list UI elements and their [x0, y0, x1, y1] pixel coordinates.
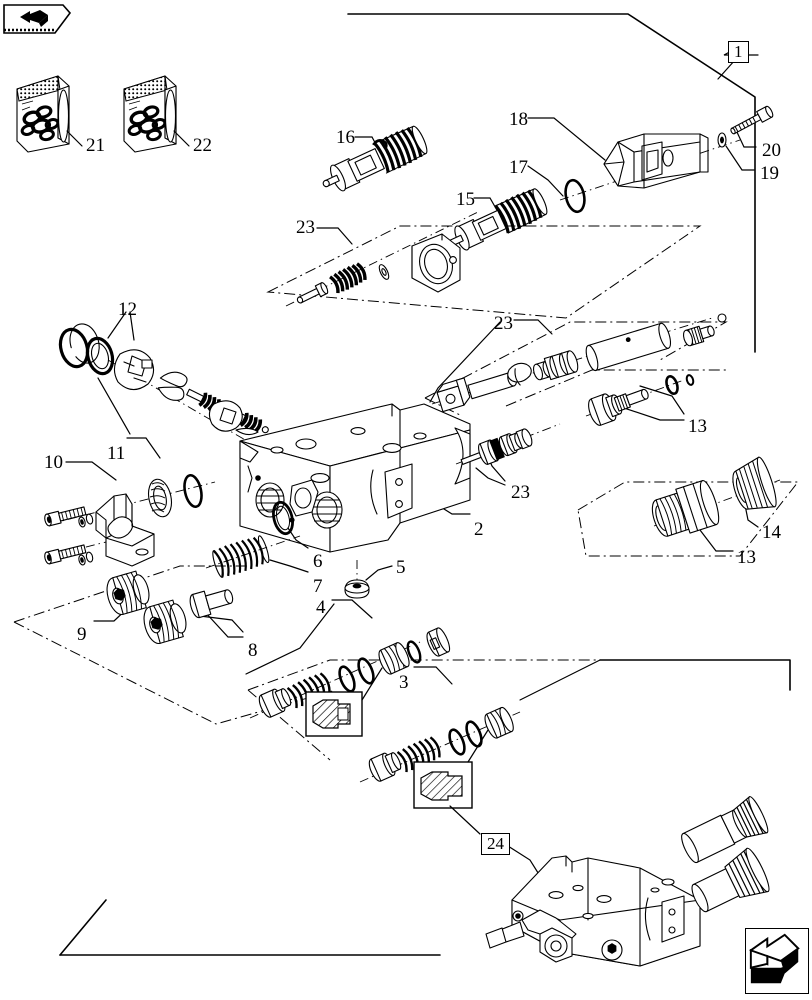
part-2-valve-body [239, 403, 471, 553]
part-23-check-valve-a [285, 211, 479, 307]
part-11-detent-assembly [97, 349, 269, 459]
group-frame-1 [347, 13, 759, 353]
leader-22 [173, 130, 190, 147]
part-19-washer [717, 132, 755, 171]
part-6-backup-ring [272, 500, 309, 549]
callout-18-lever-housing: 18 [509, 109, 528, 130]
part-23-check-valve-c [455, 423, 561, 486]
section-inset-4 [305, 691, 363, 737]
part-18-lever-housing [527, 117, 741, 201]
callout-3-relief-valve-lower: 3 [399, 672, 409, 693]
part-7-spring [205, 535, 309, 578]
callout-15-spool-kit-right: 15 [456, 189, 475, 210]
callout-4-relief-valve-upper: 4 [316, 597, 326, 618]
callout-11-detent-kit: 11 [107, 443, 126, 464]
callout-23-check-valve-c: 23 [511, 482, 530, 503]
callout-9-plug-screw: 9 [77, 624, 87, 645]
callout-5-plug: 5 [396, 557, 406, 578]
arrow-block-icon [3, 4, 72, 34]
part-12-snap-rings [58, 311, 135, 376]
seal-kit-bag-22 [123, 75, 177, 153]
part-9-plug-screws [93, 570, 187, 645]
callout-6-backup-ring: 6 [313, 551, 323, 572]
callout-10-mounting-bracket: 10 [44, 452, 63, 473]
callout-14-dust-cap: 14 [762, 522, 781, 543]
callout-19-washer: 19 [760, 163, 779, 184]
part-24-complete-assembly [485, 796, 770, 967]
part-16-spool [322, 125, 428, 192]
callout-16-spool-kit-left: 16 [336, 127, 355, 148]
leader-21 [66, 130, 83, 147]
part-23-check-valve-b [429, 313, 727, 413]
callout-13-coupler-upper: 13 [688, 416, 707, 437]
callout-22-seal-kit-bag: 22 [193, 135, 212, 156]
callout-8-pin: 8 [248, 640, 258, 661]
seal-kit-bag-21 [16, 75, 70, 153]
part-14-dust-cap [732, 456, 777, 528]
part-13-coupler-upper [585, 374, 695, 426]
part-3-relief-valve-lower [359, 666, 521, 835]
callout-7-spring: 7 [313, 576, 323, 597]
callout-12-snap-rings: 12 [118, 299, 137, 320]
part-4-relief-valve-upper [245, 599, 451, 737]
part-5-plug [344, 560, 393, 599]
corner-flag-badge [3, 4, 72, 35]
part-10-mounting-bracket [44, 461, 216, 567]
callout-21-seal-kit-bag: 21 [86, 135, 105, 156]
part-8-pins [189, 589, 244, 638]
callout-2-valve-body: 2 [474, 519, 484, 540]
callout-13-coupler-lower: 13 [737, 547, 756, 568]
part-15-spool [427, 188, 548, 256]
three-d-arrow-icon [746, 929, 806, 991]
callout-20-bolt: 20 [762, 140, 781, 161]
callout-17-o-ring: 17 [509, 157, 528, 178]
callout-24-complete-assembly: 24 [481, 833, 510, 855]
part-20-bolt [730, 105, 774, 148]
callout-23-check-valve-b: 23 [494, 313, 513, 334]
arrow-logo-badge [745, 928, 809, 994]
callout-23-check-valve-a: 23 [296, 217, 315, 238]
callout-1-assembly-frame: 1 [728, 41, 749, 63]
part-13-coupler-lower [651, 479, 781, 552]
section-inset-3 [413, 761, 473, 809]
